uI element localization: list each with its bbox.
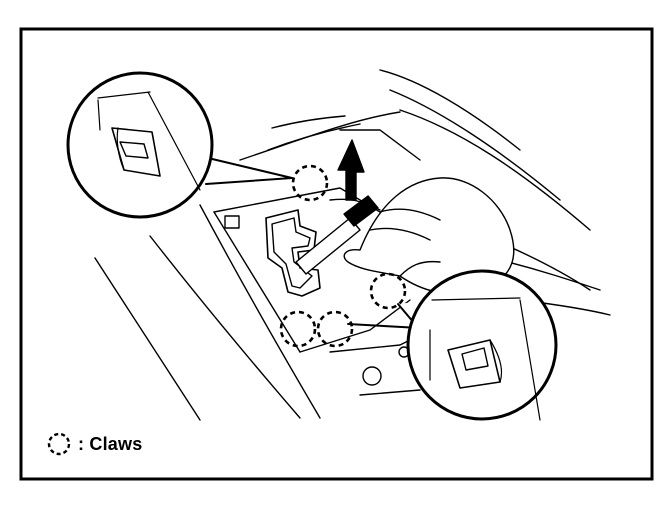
claw-marker-bottom-left: [279, 310, 317, 348]
console-drawing: [94, 69, 611, 421]
claw-marker-top: [291, 164, 329, 202]
claw-markers: [279, 164, 407, 348]
legend-label: : Claws: [78, 433, 143, 454]
claw-marker-right: [369, 272, 407, 310]
figure-border: [19, 27, 654, 481]
legend: : Claws: [46, 431, 142, 457]
dashed-circle-icon: [47, 432, 71, 456]
claw-marker-bottom-mid: [316, 310, 354, 348]
claw-detail-callout-left: [66, 71, 293, 219]
claw-detail-callout-right: [347, 269, 558, 421]
